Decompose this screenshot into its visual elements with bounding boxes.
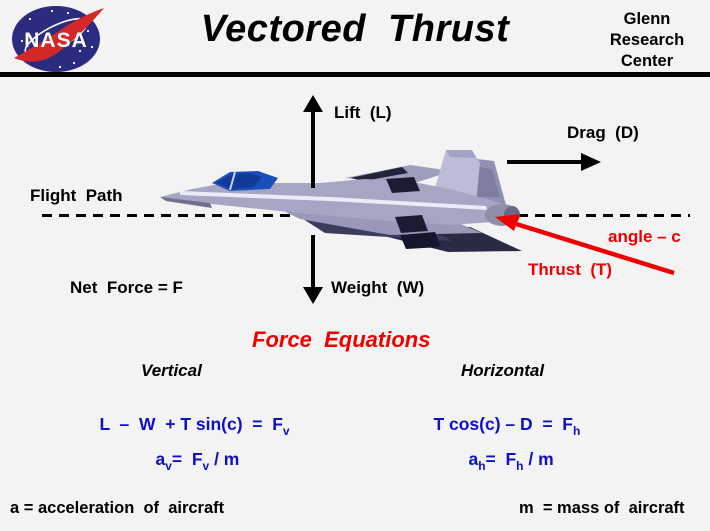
lift-arrow bbox=[311, 110, 315, 188]
force-equations-title: Force Equations bbox=[252, 327, 431, 352]
org-line: Glenn bbox=[623, 10, 671, 28]
lift-label: Lift (L) bbox=[334, 103, 392, 122]
vertical-equation-1: L – W + T sin(c) = Fv bbox=[80, 393, 290, 459]
logo-wordmark: NASA bbox=[24, 29, 88, 52]
horizontal-heading: Horizontal bbox=[461, 361, 545, 380]
thrust-arrow bbox=[495, 214, 675, 276]
org-line: Center bbox=[620, 52, 674, 70]
mass-footnote: m = mass of aircraft bbox=[519, 499, 685, 517]
equation-text: a bbox=[468, 449, 479, 469]
angle-label: angle – c bbox=[608, 227, 681, 246]
weight-arrow bbox=[311, 235, 315, 288]
horizontal-equation-2: ah= Fh / m bbox=[449, 428, 554, 494]
logo-stars bbox=[20, 9, 94, 69]
equation-text: / m bbox=[523, 449, 554, 469]
equation-text: a bbox=[155, 449, 166, 469]
thrust-label: Thrust (T) bbox=[528, 260, 613, 279]
acceleration-footnote: a = acceleration of aircraft bbox=[10, 499, 225, 517]
equation-text: T cos(c) – D = F bbox=[433, 414, 574, 434]
vertical-equation-2: av= Fv / m bbox=[136, 428, 239, 494]
equation-subscript: v bbox=[282, 424, 290, 438]
equation-subscript: h bbox=[516, 459, 524, 473]
equation-subscript: v bbox=[202, 459, 210, 473]
drag-label: Drag (D) bbox=[567, 123, 639, 142]
weight-label: Weight (W) bbox=[331, 278, 425, 297]
equation-subscript: v bbox=[165, 459, 172, 473]
aircraft-illustration bbox=[160, 150, 522, 252]
org-line: Research bbox=[609, 31, 685, 49]
equation-subscript: h bbox=[573, 424, 581, 438]
nasa-logo: NASA bbox=[12, 6, 104, 72]
equation-text: = F bbox=[485, 449, 517, 469]
horizontal-equation-1: T cos(c) – D = Fh bbox=[414, 393, 580, 459]
drag-arrow bbox=[507, 160, 582, 164]
flight-path-label: Flight Path bbox=[30, 186, 123, 205]
net-force-label: Net Force = F bbox=[70, 278, 183, 297]
equation-text: = F bbox=[171, 449, 203, 469]
vertical-heading: Vertical bbox=[141, 361, 202, 380]
equation-text: L – W + T sin(c) = F bbox=[99, 414, 283, 434]
equation-subscript: h bbox=[478, 459, 486, 473]
weight-arrow-head bbox=[303, 287, 323, 304]
org-name: Glenn Research Center bbox=[588, 9, 706, 72]
page-title: Vectored Thrust bbox=[200, 8, 510, 50]
lift-arrow-head bbox=[303, 95, 323, 112]
equation-text: / m bbox=[209, 449, 240, 469]
logo-swoosh bbox=[14, 8, 104, 62]
drag-arrow-head bbox=[581, 153, 601, 171]
header-divider bbox=[0, 72, 710, 77]
